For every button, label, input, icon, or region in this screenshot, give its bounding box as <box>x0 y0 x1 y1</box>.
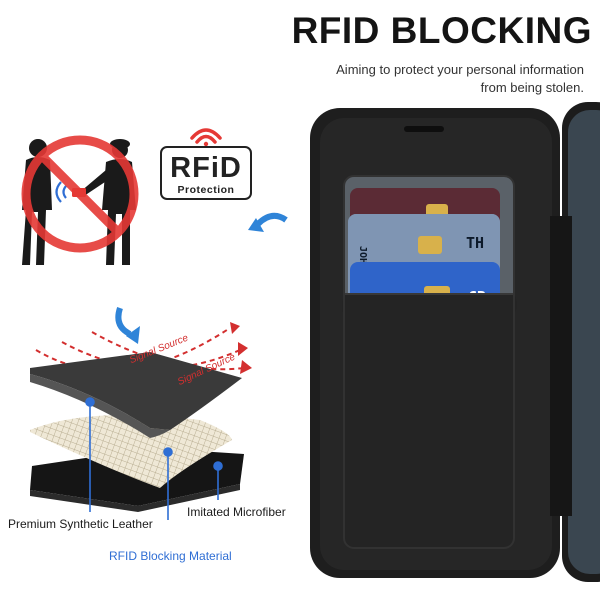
leather-layer <box>30 352 242 438</box>
page-title: RFID BLOCKING <box>291 10 592 51</box>
subtitle-line-2: from being stolen. <box>480 80 584 95</box>
rfid-protection-badge: RFiD Protection <box>160 146 252 200</box>
label-microfiber: Imitated Microfiber <box>187 505 286 519</box>
speaker-slot <box>404 126 444 132</box>
curved-arrow-icon <box>115 307 140 344</box>
curved-arrow-icon <box>248 212 288 232</box>
prohibited-icon <box>21 135 139 253</box>
label-rfid-material: RFID Blocking Material <box>109 549 232 563</box>
wifi-signal-icon <box>190 128 222 146</box>
card-name-text: JOH <box>357 246 368 264</box>
badge-sub-text: Protection <box>177 184 235 196</box>
label-pins <box>85 397 223 520</box>
card-brand-text: TH <box>466 234 484 252</box>
layer-diagram <box>30 322 252 520</box>
label-leather: Premium Synthetic Leather <box>8 517 153 531</box>
subtitle-line-1: Aiming to protect your personal informat… <box>336 62 584 77</box>
badge-main-text: RFiD <box>170 152 242 184</box>
wifi-signal-icon <box>55 181 67 203</box>
phone-case-icon: JOH TH 3433 CR <box>310 102 600 582</box>
thief-prohibited-illustration <box>21 135 139 265</box>
rfid-blocking-layer <box>30 414 232 488</box>
card-pocket <box>342 294 517 548</box>
